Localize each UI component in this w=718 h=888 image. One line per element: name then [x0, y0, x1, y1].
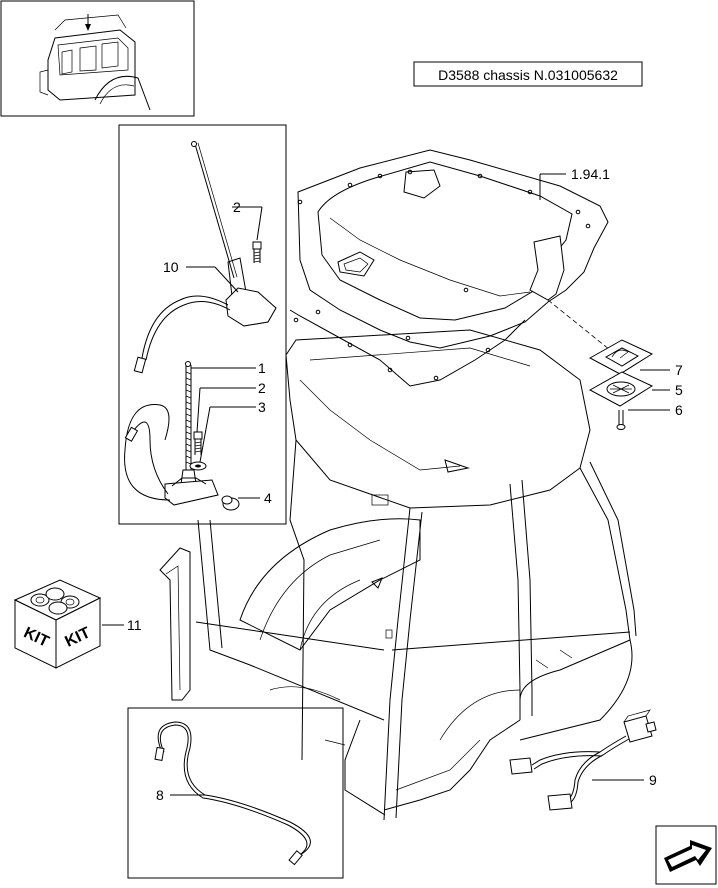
- next-page-button[interactable]: [655, 825, 717, 885]
- antenna-cable-part-8[interactable]: [154, 721, 311, 866]
- roof-antenna-mount-icon: [529, 235, 565, 301]
- chassis-label-box: D3588 chassis N.031005632: [413, 61, 643, 87]
- roof-handle-icon: [337, 251, 375, 277]
- kit-box-part-11[interactable]: KIT KIT: [13, 579, 102, 669]
- callout-8: 8: [156, 787, 164, 803]
- bolt-part-2-mid[interactable]: [193, 431, 203, 455]
- thumbnail-cab-icon: [39, 14, 151, 111]
- antenna-base[interactable]: [124, 404, 219, 506]
- kit-contents-icon: [30, 587, 80, 615]
- whip-antenna-part-10[interactable]: [133, 141, 277, 374]
- grommet-part-4[interactable]: [221, 495, 240, 511]
- callout-5: 5: [675, 382, 683, 398]
- callout-6: 6: [675, 402, 683, 418]
- roof-panel[interactable]: [289, 149, 609, 387]
- thumbnail-panel[interactable]: [0, 0, 195, 117]
- callout-11: 11: [127, 617, 142, 633]
- gasket-part-5[interactable]: [588, 371, 654, 407]
- chassis-label: D3588 chassis N.031005632: [438, 67, 618, 83]
- wiring-harness-part-9[interactable]: [509, 709, 657, 811]
- callout-4: 4: [264, 490, 272, 506]
- bolt-part-2-top[interactable]: [252, 241, 262, 263]
- callout-leaders: [102, 173, 670, 796]
- callout-3: 3: [258, 399, 266, 415]
- roof-vent-icon: [403, 169, 441, 199]
- mount-plate-part-7[interactable]: [588, 339, 654, 375]
- rod-antenna-part-1[interactable]: [180, 361, 197, 485]
- cab-frame[interactable]: [159, 329, 637, 821]
- callout-10: 10: [163, 259, 179, 275]
- callout-9: 9: [649, 772, 657, 788]
- callout-1: 1: [258, 360, 266, 376]
- screw-part-6[interactable]: [616, 410, 626, 430]
- cable-detail-panel: [127, 707, 344, 879]
- callout-labels: 1.94.1 2 10 1 2 3 4 7 5 6 11 8 9: [127, 166, 683, 803]
- callout-2-top: 2: [233, 199, 241, 215]
- callout-2-mid: 2: [258, 380, 266, 396]
- callout-7: 7: [675, 362, 683, 378]
- callout-ref-group: 1.94.1: [571, 166, 610, 182]
- washer-part-3[interactable]: [189, 461, 207, 471]
- antenna-detail-panel: [118, 124, 287, 525]
